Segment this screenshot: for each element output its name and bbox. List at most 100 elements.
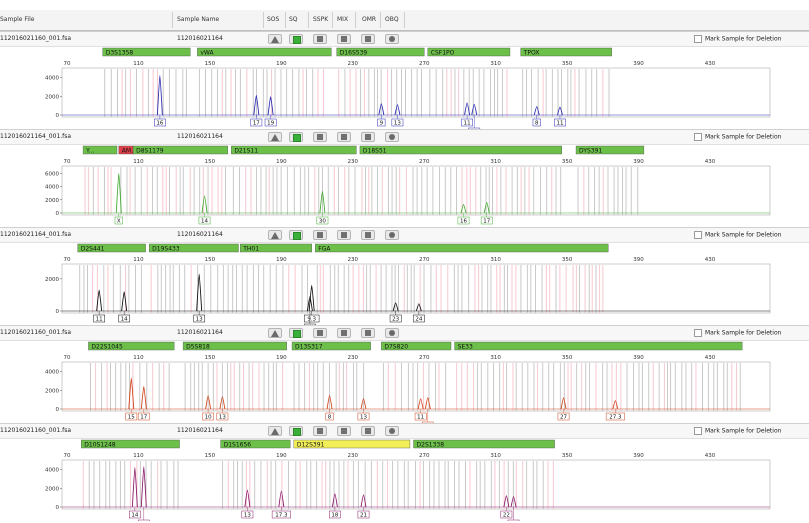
marker-bar[interactable] [413,439,555,449]
marker-bar[interactable] [240,243,312,253]
allele-call-label[interactable]: 13 [391,115,404,127]
allele-call-label[interactable]: 10 [202,409,214,421]
allele-call-label[interactable]: 13 [193,311,206,323]
peak[interactable] [278,490,285,508]
marker-bar[interactable] [359,145,562,155]
marker-bar[interactable] [520,47,612,57]
allele-call-label[interactable]: 18 [329,507,341,519]
quality-flag-button[interactable] [289,34,303,44]
quality-flag-button[interactable] [361,426,375,436]
allele-call-label[interactable]: 13 [357,409,370,421]
allele-call-label[interactable]: 21 [357,507,370,519]
quality-flag-button[interactable] [313,328,327,338]
marker-bar[interactable] [454,341,743,351]
quality-flag-button[interactable] [289,230,303,240]
peak[interactable] [253,94,260,116]
mark-for-deletion-toggle[interactable]: Mark Sample for Deletion [694,133,781,141]
allele-call-label[interactable]: 14 [129,507,141,519]
marker-bar[interactable] [231,145,357,155]
peak[interactable] [140,466,147,508]
quality-flag-button[interactable] [385,230,399,240]
marker-bar[interactable] [381,341,452,351]
peak[interactable] [510,496,517,508]
allele-call-label[interactable]: 15 [125,409,138,421]
quality-flag-button[interactable] [313,230,327,240]
marker-bar[interactable] [293,439,411,449]
quality-flag-button[interactable] [337,230,351,240]
allele-call-label[interactable]: 11 [461,115,473,127]
quality-flag-button[interactable] [385,426,399,436]
quality-flag-button[interactable] [361,132,375,142]
allele-call-label[interactable]: 9.3 [304,311,320,323]
peak[interactable] [360,398,367,410]
column-sq[interactable]: SQ [289,16,298,23]
marker-bar[interactable] [132,145,228,155]
checkbox[interactable] [694,35,702,43]
marker-bar[interactable] [291,341,371,351]
quality-flag-button[interactable] [361,230,375,240]
allele-call-label[interactable]: 17 [137,409,150,421]
marker-bar[interactable] [182,341,287,351]
peak[interactable] [306,296,313,312]
allele-call-label[interactable]: 17 [250,115,263,127]
peak[interactable] [196,273,203,312]
allele-call-label[interactable]: 16 [154,115,166,127]
quality-flag-button[interactable] [385,34,399,44]
quality-flag-button[interactable] [289,328,303,338]
peak[interactable] [460,203,467,214]
allele-call-label[interactable]: 9 [377,115,386,127]
marker-bar[interactable] [336,47,425,57]
quality-flag-button[interactable] [337,132,351,142]
allele-call-label[interactable]: 22 [500,507,513,519]
marker-bar[interactable] [427,47,511,57]
quality-flag-button[interactable] [268,328,282,338]
marker-bar[interactable] [220,439,291,449]
mark-for-deletion-toggle[interactable]: Mark Sample for Deletion [694,231,781,239]
column-sspk[interactable]: SSPK [313,16,329,23]
peak[interactable] [331,493,338,508]
checkbox[interactable] [694,231,702,239]
peak[interactable] [483,201,490,214]
peak[interactable] [201,195,208,214]
marker-bar[interactable] [77,243,146,253]
marker-bar[interactable] [88,341,175,351]
mark-for-deletion-toggle[interactable]: Mark Sample for Deletion [694,329,781,337]
quality-flag-button[interactable] [268,230,282,240]
peak[interactable] [115,172,122,214]
quality-flag-button[interactable] [337,34,351,44]
marker-bar[interactable] [82,145,118,155]
allele-call-label[interactable]: 12 [421,409,434,423]
peak[interactable] [326,394,333,410]
allele-call-label[interactable]: 12 [468,115,481,129]
allele-call-label[interactable]: 17 [480,213,493,225]
quality-flag-button[interactable] [313,34,327,44]
peak[interactable] [156,75,163,116]
column-sample-file[interactable]: Sample File [0,16,35,23]
peak[interactable] [244,489,251,508]
peak[interactable] [267,96,274,116]
peak[interactable] [219,396,226,410]
quality-flag-button[interactable] [337,426,351,436]
peak[interactable] [360,494,367,508]
quality-flag-button[interactable] [385,132,399,142]
marker-bar[interactable] [102,47,191,57]
peak[interactable] [319,190,326,214]
quality-flag-button[interactable] [313,132,327,142]
allele-call-label[interactable]: 19 [264,115,277,127]
peak[interactable] [140,386,147,410]
peak[interactable] [392,302,399,312]
quality-flag-button[interactable] [361,328,375,338]
checkbox[interactable] [694,133,702,141]
column-sample-name[interactable]: Sample Name [177,16,220,23]
allele-call-label[interactable]: 17.3 [271,507,291,519]
quality-flag-button[interactable] [361,34,375,44]
allele-call-label[interactable]: 15 [137,507,150,521]
column-obq[interactable]: OBQ [385,16,399,23]
quality-flag-button[interactable] [385,328,399,338]
allele-call-label[interactable]: 23 [507,507,520,521]
marker-bar[interactable] [148,243,239,253]
checkbox[interactable] [694,427,702,435]
allele-call-label[interactable]: 24 [413,311,425,323]
